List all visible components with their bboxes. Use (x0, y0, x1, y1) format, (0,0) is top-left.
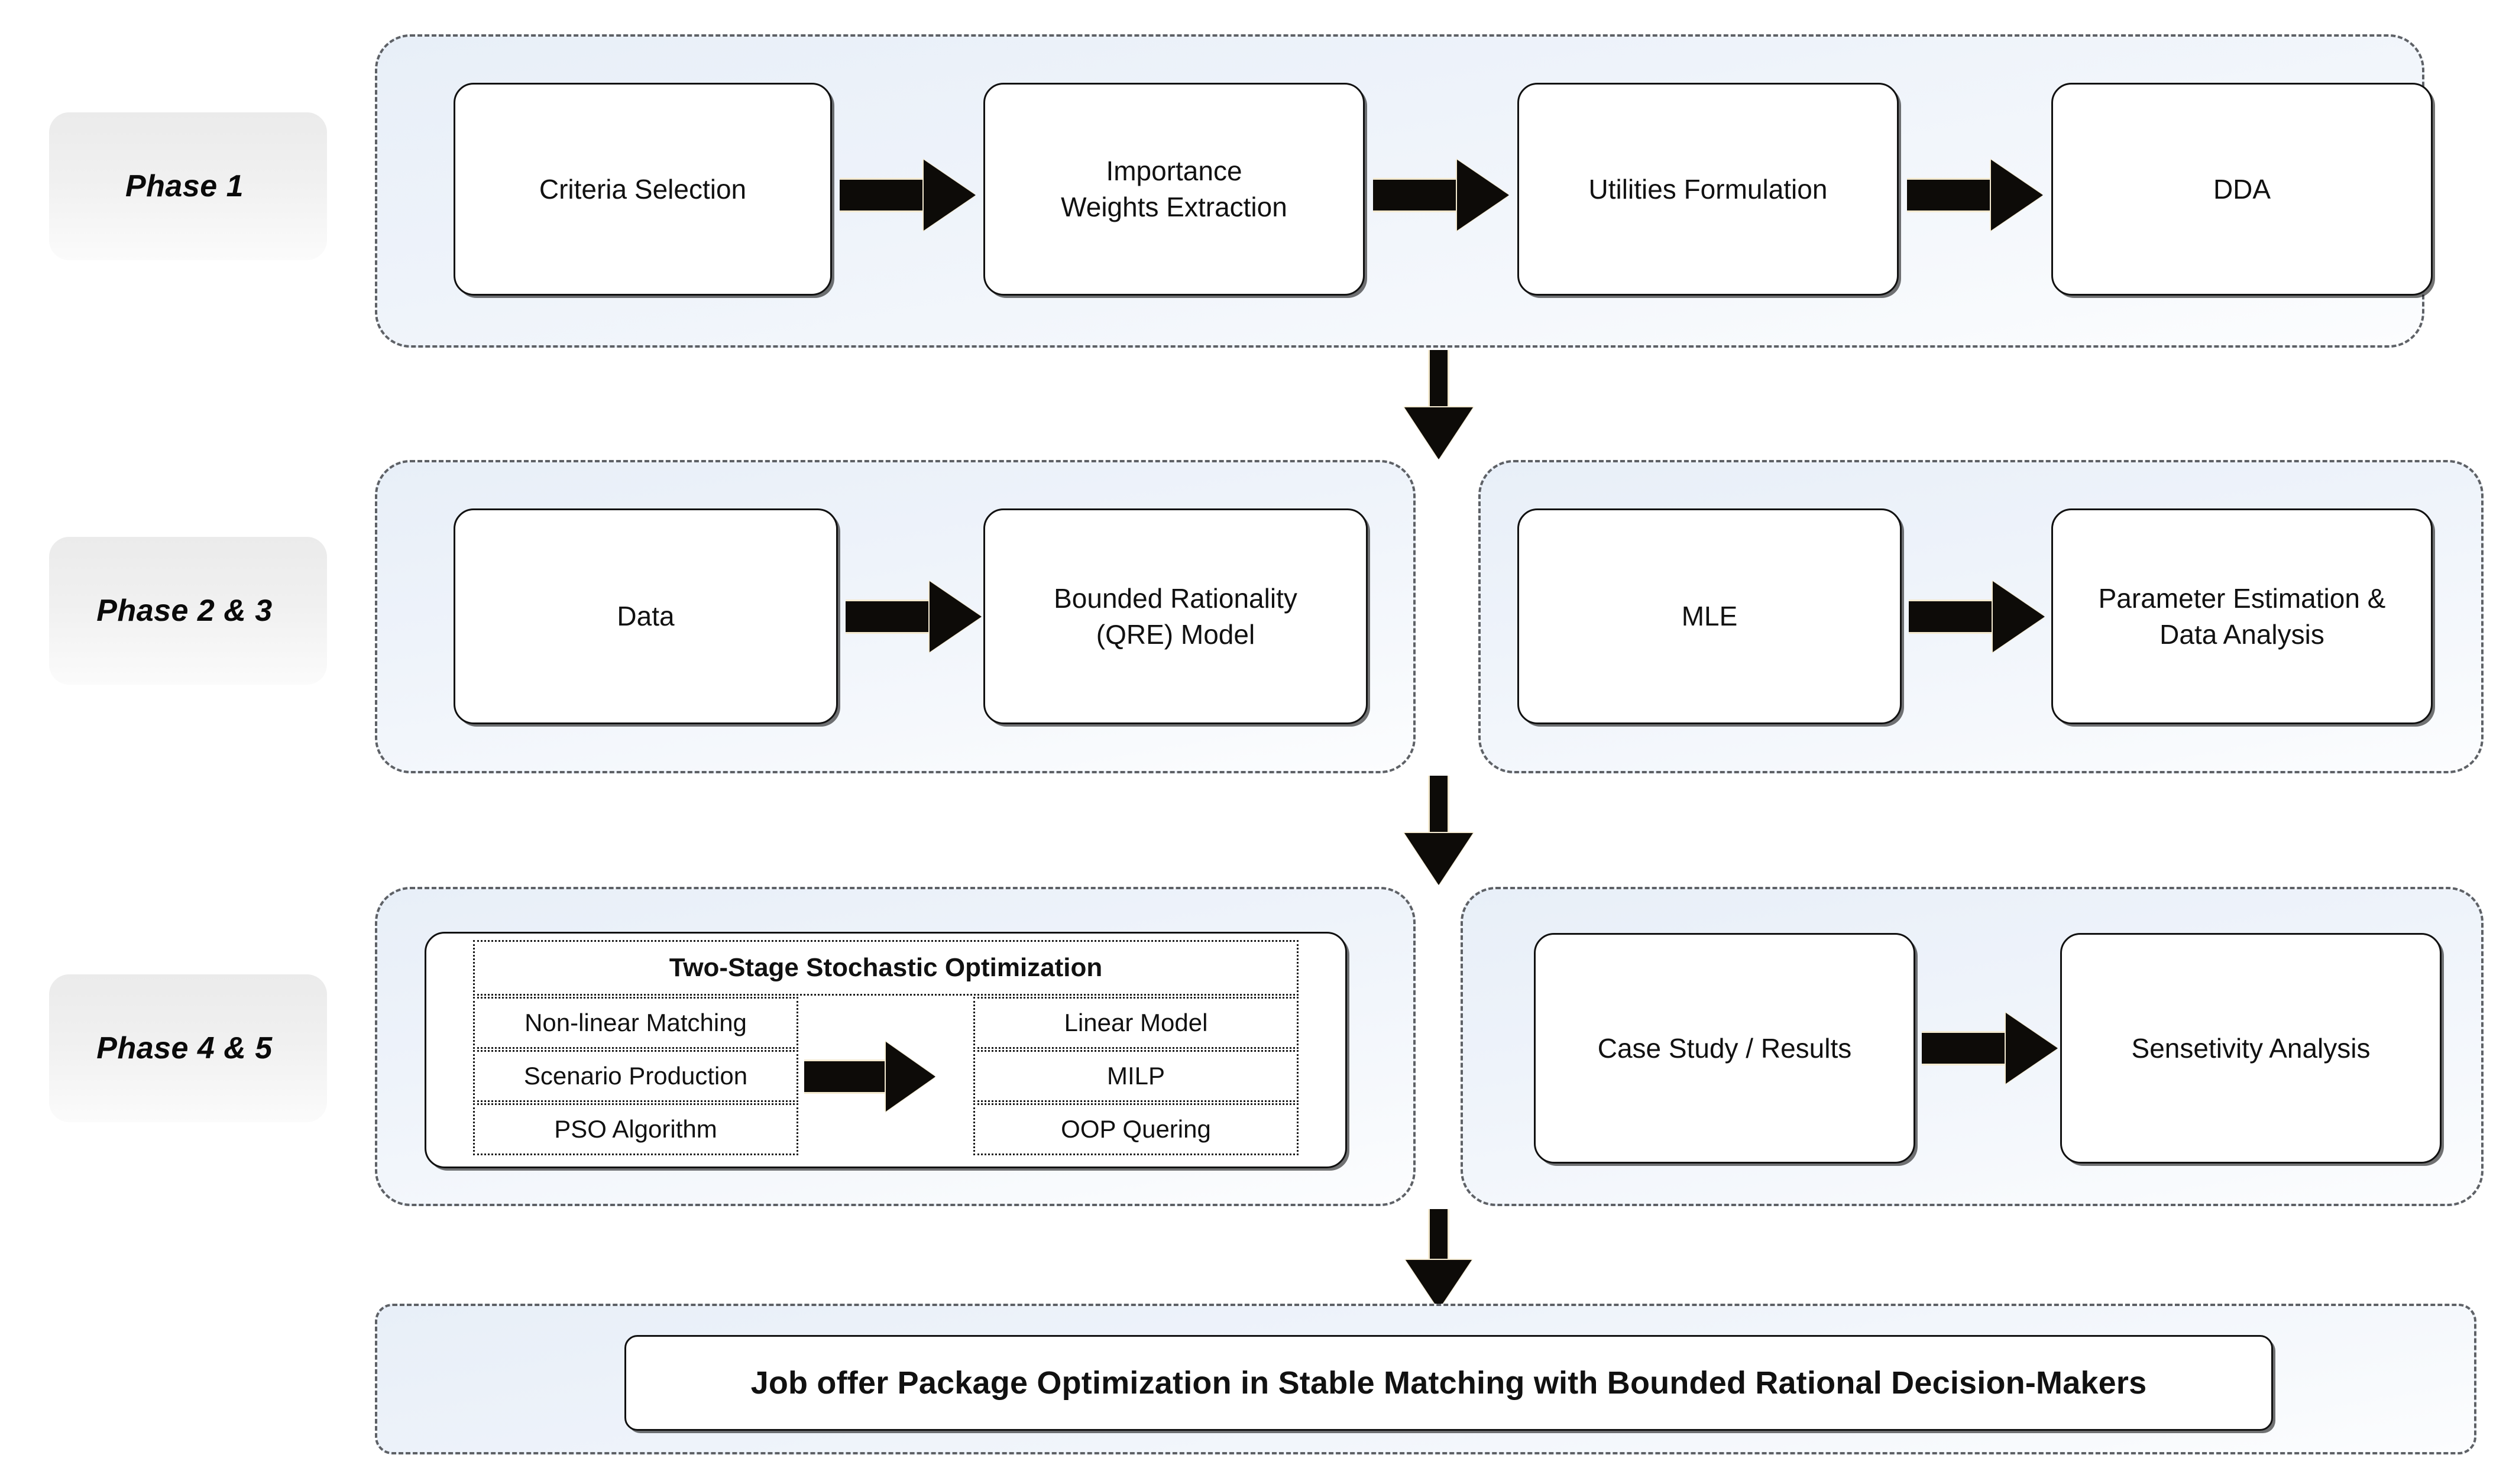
node-sensetivity-analysis[interactable]: Sensetivity Analysis (2060, 933, 2442, 1164)
node-criteria-selection-label: Criteria Selection (539, 173, 747, 205)
phase-chip-2-label: Phase 2 & 3 (96, 594, 273, 628)
cell-oop-quering-label: OOP Quering (1061, 1115, 1211, 1143)
phase-chip-1: Phase 1 (49, 112, 327, 260)
node-output-banner[interactable]: Job offer Package Optimization in Stable… (624, 1335, 2273, 1431)
node-data-label: Data (617, 601, 675, 632)
node-importance-weights-extraction[interactable]: Importance Weights Extraction (983, 83, 1365, 296)
node-dda[interactable]: DDA (2051, 83, 2433, 296)
connector-phase1-to-phase2 (1404, 350, 1473, 459)
node-mle-label: MLE (1681, 601, 1738, 632)
cell-non-linear-matching[interactable]: Non-linear Matching (473, 997, 798, 1049)
cell-linear-model-label: Linear Model (1064, 1009, 1208, 1036)
node-dda-label: DDA (2213, 173, 2271, 205)
connector-phase4-to-banner (1406, 1209, 1472, 1310)
phase-chip-3: Phase 4 & 5 (49, 974, 327, 1122)
node-importance-weights-extraction-label: Importance Weights Extraction (1061, 155, 1287, 222)
connector-phase2-to-phase4 (1404, 776, 1473, 885)
node-mle[interactable]: MLE (1517, 508, 1902, 724)
arrow-weights-to-utilities (1373, 160, 1509, 231)
node-bounded-rationality-qre-model[interactable]: Bounded Rationality (QRE) Model (983, 508, 1368, 724)
node-data[interactable]: Data (454, 508, 838, 724)
arrow-nonlinear-to-linear (804, 1042, 935, 1112)
cell-pso-algorithm-label: PSO Algorithm (554, 1115, 717, 1143)
node-criteria-selection[interactable]: Criteria Selection (454, 83, 832, 296)
node-case-study-results-label: Case Study / Results (1597, 1032, 1852, 1064)
node-bounded-rationality-qre-model-label: Bounded Rationality (QRE) Model (1054, 582, 1297, 650)
phase-chip-3-label: Phase 4 & 5 (96, 1031, 273, 1065)
arrow-utilities-to-dda (1907, 160, 2043, 231)
cell-scenario-production[interactable]: Scenario Production (473, 1050, 798, 1102)
node-output-banner-label: Job offer Package Optimization in Stable… (750, 1365, 2147, 1401)
node-utilities-formulation[interactable]: Utilities Formulation (1517, 83, 1899, 296)
phase-chip-2: Phase 2 & 3 (49, 537, 327, 685)
node-parameter-estimation-data-analysis[interactable]: Parameter Estimation & Data Analysis (2051, 508, 2433, 724)
cell-milp[interactable]: MILP (973, 1050, 1299, 1102)
phase-chip-1-label: Phase 1 (125, 169, 244, 203)
cell-linear-model[interactable]: Linear Model (973, 997, 1299, 1049)
node-sensetivity-analysis-label: Sensetivity Analysis (2131, 1032, 2371, 1064)
cell-pso-algorithm[interactable]: PSO Algorithm (473, 1103, 798, 1155)
cell-oop-quering[interactable]: OOP Quering (973, 1103, 1299, 1155)
arrow-criteria-to-weights (840, 160, 976, 231)
node-case-study-results[interactable]: Case Study / Results (1534, 933, 1915, 1164)
node-parameter-estimation-data-analysis-label: Parameter Estimation & Data Analysis (2098, 582, 2386, 650)
cluster-header-two-stage: Two-Stage Stochastic Optimization (473, 940, 1299, 996)
arrow-mle-to-parameter-estimation (1909, 581, 2045, 652)
cell-milp-label: MILP (1106, 1062, 1165, 1090)
node-utilities-formulation-label: Utilities Formulation (1588, 173, 1828, 205)
cell-non-linear-matching-label: Non-linear Matching (524, 1009, 747, 1036)
cluster-header-two-stage-label: Two-Stage Stochastic Optimization (669, 953, 1103, 982)
arrow-case-study-to-sensitivity (1922, 1013, 2058, 1084)
cell-scenario-production-label: Scenario Production (523, 1062, 748, 1090)
arrow-data-to-qre (846, 581, 982, 652)
